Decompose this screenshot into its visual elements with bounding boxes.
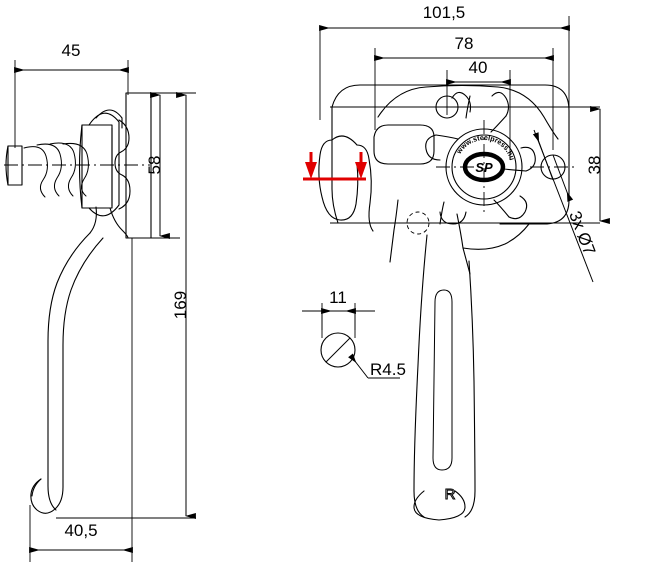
side-view-spring (23, 142, 89, 198)
annotation-3x-d7: 3x Ø7 (532, 129, 599, 283)
front-view-cam-profile (377, 84, 559, 140)
dimension-169: 169 (56, 91, 196, 520)
radius-leader (348, 353, 369, 379)
dimension-38: 38 (585, 105, 610, 225)
red-arrow-right (355, 152, 367, 179)
front-view-handle: R (413, 234, 476, 521)
dimension-11-text: 11 (329, 288, 347, 307)
dimension-78: 78 (374, 34, 554, 62)
fixing-hole-bottom (406, 211, 430, 235)
front-view-oval-slot (373, 124, 435, 165)
side-view-nut-body (78, 109, 123, 217)
handle-slot (432, 289, 453, 471)
dimension-58: 58 (126, 91, 180, 240)
dimension-78-text: 78 (455, 34, 474, 53)
svg-text:R: R (445, 486, 456, 503)
front-view: www.steelpress.hu SP R (303, 3, 610, 521)
red-highlight-markers (303, 152, 367, 181)
dimension-40-text: 40 (469, 58, 488, 77)
logo-center-text: SP (475, 160, 493, 175)
dimension-101-5-text: 101,5 (423, 3, 466, 22)
fixing-hole-top (435, 95, 459, 119)
annotation-r45-text: R4.5 (370, 360, 406, 379)
dimension-40-5-text: 40,5 (64, 521, 97, 540)
front-view-hook (318, 135, 374, 232)
section-detail: 11 R4.5 (302, 288, 406, 379)
front-view-neck (389, 199, 530, 275)
front-view-cam-star (425, 91, 536, 225)
bar-cross-section (320, 332, 356, 368)
dimension-45-text: 45 (62, 41, 81, 60)
side-view-handle (30, 232, 104, 514)
annotation-3x-d7-text: 3x Ø7 (565, 208, 599, 257)
dimension-40-5: 40,5 (29, 238, 133, 562)
side-view: 45 58 169 40,5 (4, 41, 196, 562)
dimension-58-text: 58 (145, 156, 164, 175)
r-stamp: R (444, 486, 456, 504)
red-arrow-left (305, 152, 317, 179)
dimension-40: 40 (446, 58, 511, 86)
dimension-45: 45 (14, 41, 129, 148)
dimension-169-text: 169 (171, 291, 190, 319)
dimension-101-5: 101,5 (319, 3, 570, 32)
side-view-cam-shoulder (89, 119, 131, 239)
dimension-38-text: 38 (585, 156, 604, 175)
side-view-bolt-head (5, 145, 23, 186)
